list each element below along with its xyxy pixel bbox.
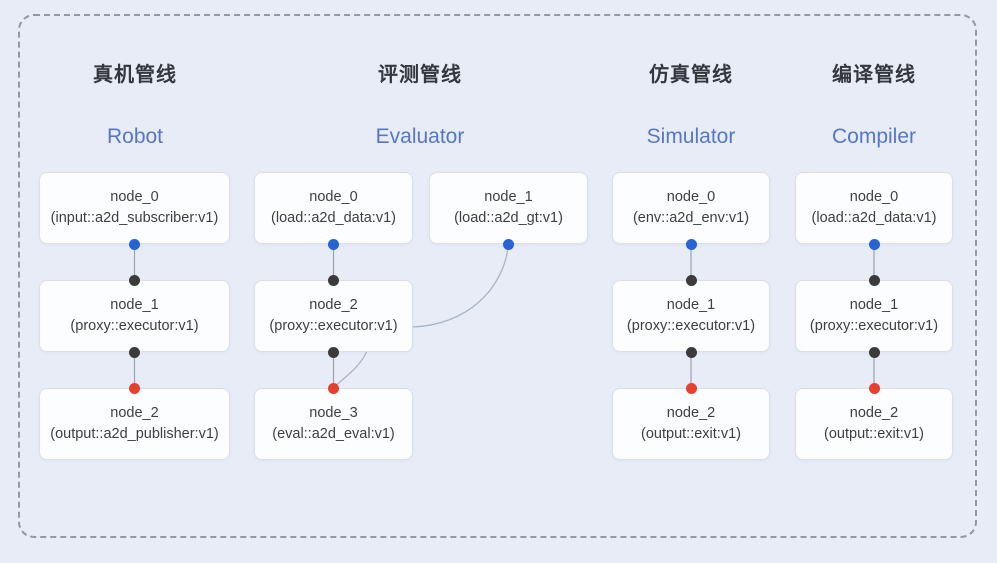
- pipeline-title-zh-simulator: 仿真管线: [649, 64, 733, 86]
- port-dot-blue: [503, 238, 514, 250]
- port-dot-black: [328, 346, 339, 358]
- port-dot-red: [328, 382, 339, 394]
- node-impl: (load::a2d_gt:v1): [454, 210, 563, 226]
- port-dot-black: [868, 346, 880, 358]
- pipeline-title-en-simulator: Simulator: [646, 125, 736, 148]
- pipeline-title-zh-robot: 真机管线: [93, 64, 177, 86]
- port-dot-red: [129, 382, 140, 394]
- node-box-evaluator-node2: node_2 (proxy::executor:v1): [254, 280, 413, 352]
- pipeline-title-zh-evaluator: 评测管线: [378, 64, 462, 86]
- port-dot-blue: [129, 238, 140, 250]
- port-dot-black: [129, 346, 140, 358]
- node-impl: (load::a2d_data:v1): [811, 210, 937, 226]
- node-box-robot-node1: node_1 (proxy::executor:v1): [39, 280, 230, 352]
- node-name: node_1: [666, 297, 716, 313]
- node-impl: (input::a2d_subscriber:v1): [50, 210, 219, 226]
- port-dot-red: [685, 382, 697, 394]
- node-box-evaluator-node1: node_1 (load::a2d_gt:v1): [429, 172, 588, 244]
- port-dot-blue: [328, 238, 339, 250]
- node-name: node_0: [110, 189, 159, 205]
- port-dot-blue: [868, 238, 880, 250]
- port-dot-black: [129, 274, 140, 286]
- pipeline-title-en-evaluator: Evaluator: [375, 125, 465, 148]
- node-name: node_1: [849, 297, 899, 313]
- node-name: node_0: [849, 189, 899, 205]
- node-name: node_2: [666, 405, 716, 421]
- node-impl: (proxy::executor:v1): [809, 318, 939, 334]
- node-box-compiler-node1: node_1 (proxy::executor:v1): [795, 280, 953, 352]
- node-box-compiler-node2: node_2 (output::exit:v1): [795, 388, 953, 460]
- node-impl: (proxy::executor:v1): [626, 318, 756, 334]
- node-box-simulator-node0: node_0 (env::a2d_env:v1): [612, 172, 770, 244]
- node-box-simulator-node2: node_2 (output::exit:v1): [612, 388, 770, 460]
- node-box-robot-node2: node_2 (output::a2d_publisher:v1): [39, 388, 230, 460]
- port-dot-black: [685, 274, 697, 286]
- node-impl: (output::exit:v1): [641, 426, 741, 442]
- port-dot-black: [685, 346, 697, 358]
- node-impl: (proxy::executor:v1): [70, 318, 199, 334]
- node-box-evaluator-node3: node_3 (eval::a2d_eval:v1): [254, 388, 413, 460]
- node-box-robot-node0: node_0 (input::a2d_subscriber:v1): [39, 172, 230, 244]
- pipeline-title-en-compiler: Compiler: [831, 125, 917, 148]
- node-box-evaluator-node0: node_0 (load::a2d_data:v1): [254, 172, 413, 244]
- port-dot-blue: [685, 238, 697, 250]
- port-dot-black: [328, 274, 339, 286]
- node-impl: (env::a2d_env:v1): [632, 210, 750, 226]
- node-impl: (output::a2d_publisher:v1): [50, 426, 219, 442]
- node-name: node_2: [309, 297, 358, 313]
- node-name: node_1: [484, 189, 533, 205]
- node-impl: (load::a2d_data:v1): [271, 210, 396, 226]
- port-dot-red: [868, 382, 880, 394]
- dashed-container-border: [18, 14, 977, 538]
- node-name: node_1: [110, 297, 159, 313]
- pipeline-title-en-robot: Robot: [106, 125, 164, 148]
- node-name: node_2: [110, 405, 159, 421]
- node-name: node_0: [309, 189, 358, 205]
- pipeline-title-zh-compiler: 编译管线: [832, 64, 916, 86]
- node-impl: (eval::a2d_eval:v1): [272, 426, 395, 442]
- port-dot-black: [868, 274, 880, 286]
- node-name: node_0: [666, 189, 716, 205]
- node-box-compiler-node0: node_0 (load::a2d_data:v1): [795, 172, 953, 244]
- node-impl: (proxy::executor:v1): [269, 318, 398, 334]
- node-box-simulator-node1: node_1 (proxy::executor:v1): [612, 280, 770, 352]
- node-name: node_2: [849, 405, 899, 421]
- node-name: node_3: [309, 405, 358, 421]
- node-impl: (output::exit:v1): [824, 426, 924, 442]
